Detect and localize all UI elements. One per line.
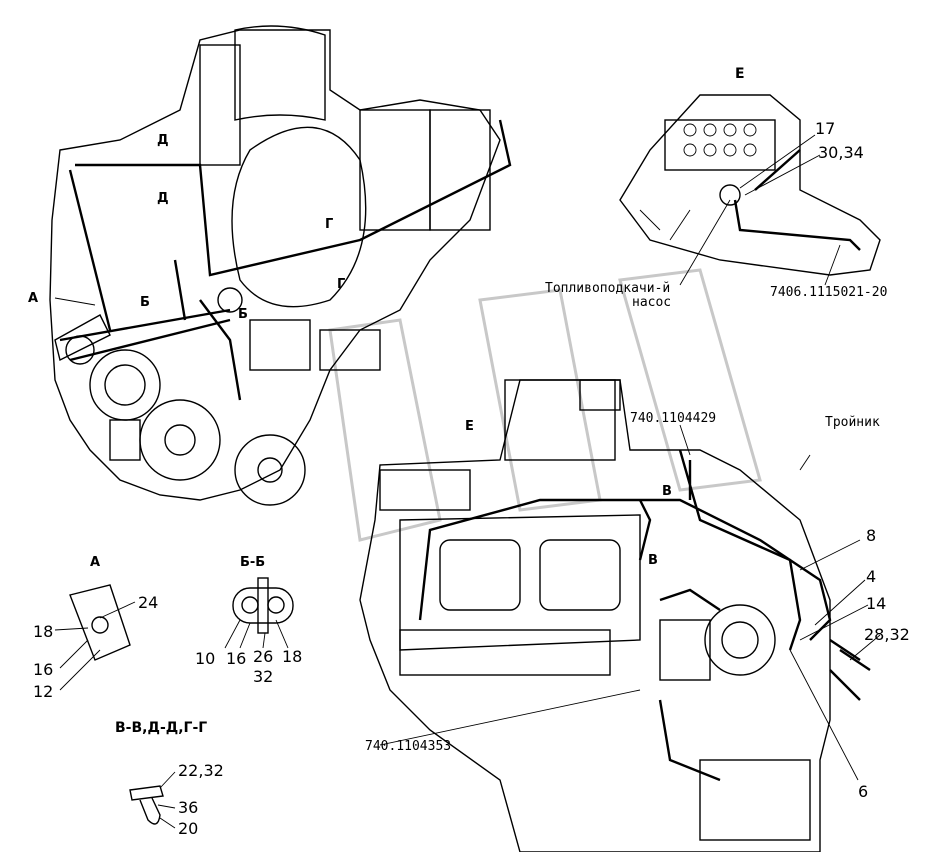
detail-bb-title: Б-Б [240, 555, 265, 570]
section-d-marker-1: Д [157, 133, 169, 148]
leader-lines [54, 134, 881, 781]
view-e-header: Е [735, 66, 745, 82]
detail-bb-callout-26: 26 [253, 647, 273, 666]
detail-bb [224, 577, 294, 649]
callout-28-32: 28,32 [864, 625, 910, 644]
part-740-1104353-label: 740.1104353 [365, 739, 451, 754]
section-v-marker-2: В [648, 553, 658, 568]
section-d-marker-2: Д [157, 191, 169, 206]
section-v-marker-1: В [662, 484, 672, 499]
detail-a-callout-24: 24 [138, 593, 158, 612]
callout-17: 17 [815, 119, 835, 138]
detail-a-callout-18: 18 [33, 622, 53, 641]
view-e-marker: Е [465, 419, 474, 434]
callout-30-34: 30,34 [818, 143, 864, 162]
section-b-marker-2: Б [238, 307, 248, 322]
tee-label: Тройник [825, 415, 880, 430]
detail-vv-callout-20: 20 [178, 819, 198, 838]
detail-a [54, 584, 136, 691]
part-7406-label: 7406.1115021-20 [770, 285, 887, 300]
callout-8: 8 [866, 526, 876, 545]
detail-bb-callout-10: 10 [195, 649, 215, 668]
callout-6: 6 [858, 782, 868, 801]
engine-side-view [359, 379, 871, 853]
detail-vv-callout-36: 36 [178, 798, 198, 817]
section-b-marker-1: Б [140, 295, 150, 310]
part-740-1104429-label: 740.1104429 [630, 411, 716, 426]
detail-vv [129, 771, 176, 829]
section-g-marker-2: Г [337, 277, 345, 292]
callout-4: 4 [866, 567, 876, 586]
detail-vv-title: В-В,Д-Д,Г-Г [115, 720, 207, 736]
section-g-marker-1: Г [325, 217, 333, 232]
engine-front-view [49, 25, 512, 506]
fuel-pump-label: Топливоподкачи-й [545, 281, 670, 296]
detail-a-title: А [90, 555, 100, 570]
detail-bb-callout-32: 32 [253, 667, 273, 686]
detail-a-callout-16: 16 [33, 660, 53, 679]
section-a-marker: А [28, 291, 38, 306]
view-e-detail [619, 94, 881, 276]
detail-vv-callout-22-32: 22,32 [178, 761, 224, 780]
fuel-pump-label-2: насос [632, 295, 671, 310]
callout-14: 14 [866, 594, 886, 613]
detail-bb-callout-16: 16 [226, 649, 246, 668]
detail-bb-callout-18: 18 [282, 647, 302, 666]
detail-a-callout-12: 12 [33, 682, 53, 701]
